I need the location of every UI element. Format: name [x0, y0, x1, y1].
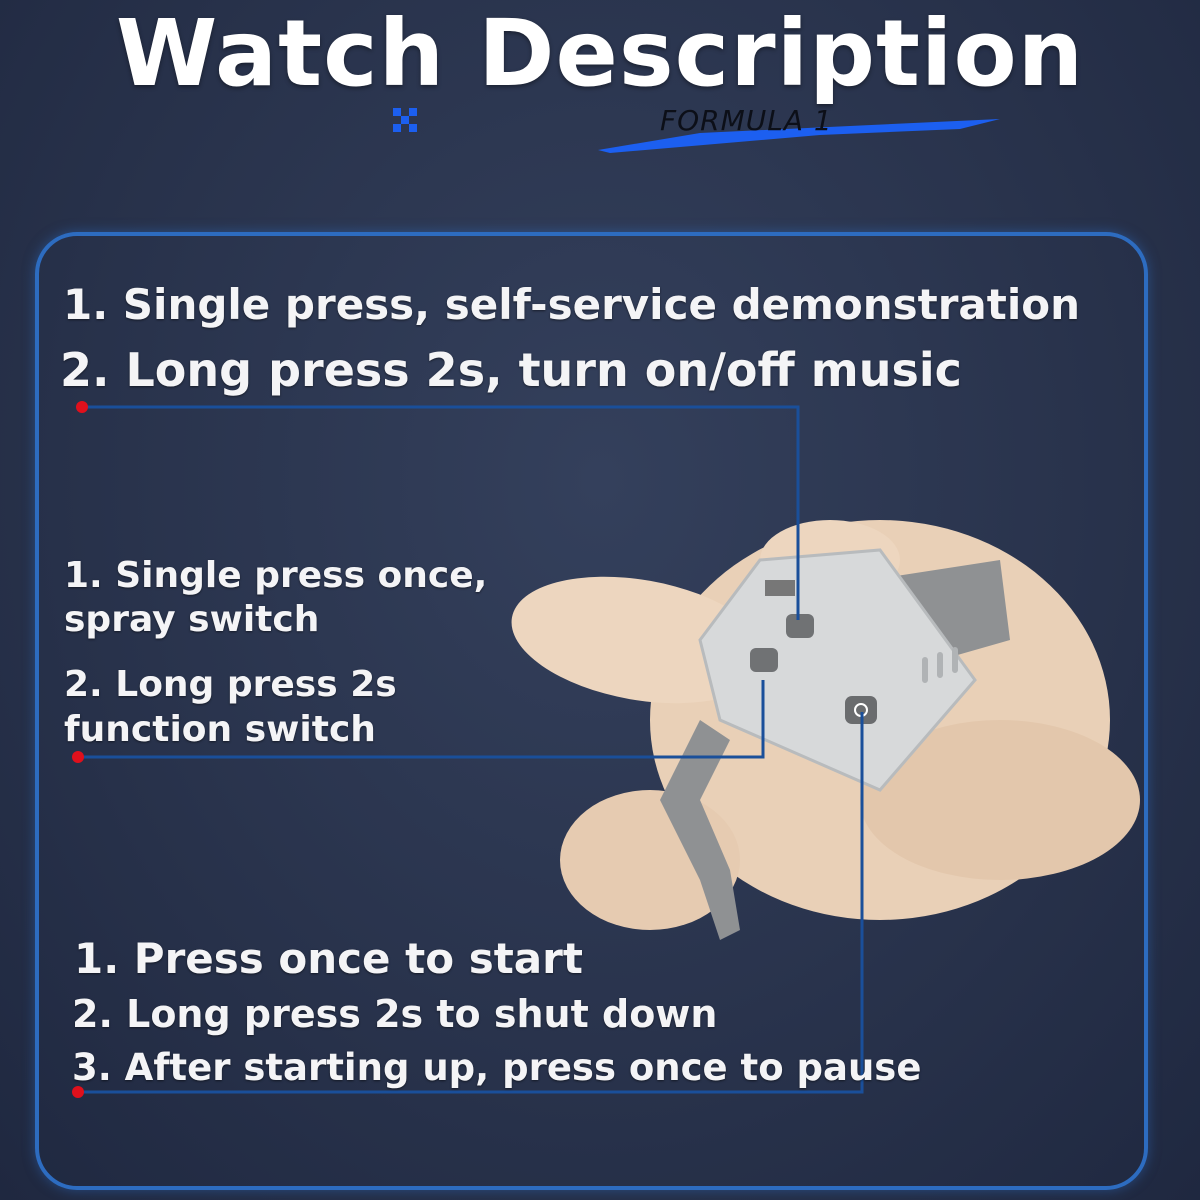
brush-stroke-decoration: [393, 108, 1000, 153]
power-button-desc-2: 2. Long press 2s to shut down: [72, 992, 718, 1036]
callout-dot: [76, 401, 88, 413]
page-title: Watch Description: [115, 0, 1085, 107]
middle-button-desc-2: spray switch: [64, 599, 320, 640]
middle-button-desc-4: function switch: [64, 709, 376, 750]
function-button: [750, 648, 778, 672]
middle-button-desc-1: 1. Single press once,: [64, 555, 488, 596]
top-button-desc-2: 2. Long press 2s, turn on/off music: [60, 343, 962, 397]
music-button: [786, 614, 814, 638]
power-button-desc-1: 1. Press once to start: [74, 934, 583, 983]
power-button: [845, 696, 877, 724]
brand-logo: FORMULA 1: [660, 104, 833, 137]
callout-dot: [72, 751, 84, 763]
callout-lines: [78, 405, 864, 1094]
callout-dot: [72, 1086, 84, 1098]
description-frame: [35, 232, 1148, 1190]
power-button-desc-3: 3. After starting up, press once to paus…: [72, 1046, 922, 1089]
middle-button-desc-3: 2. Long press 2s: [64, 664, 397, 705]
top-button-desc-1: 1. Single press, self-service demonstrat…: [63, 280, 1081, 329]
watch-device: [698, 548, 977, 792]
